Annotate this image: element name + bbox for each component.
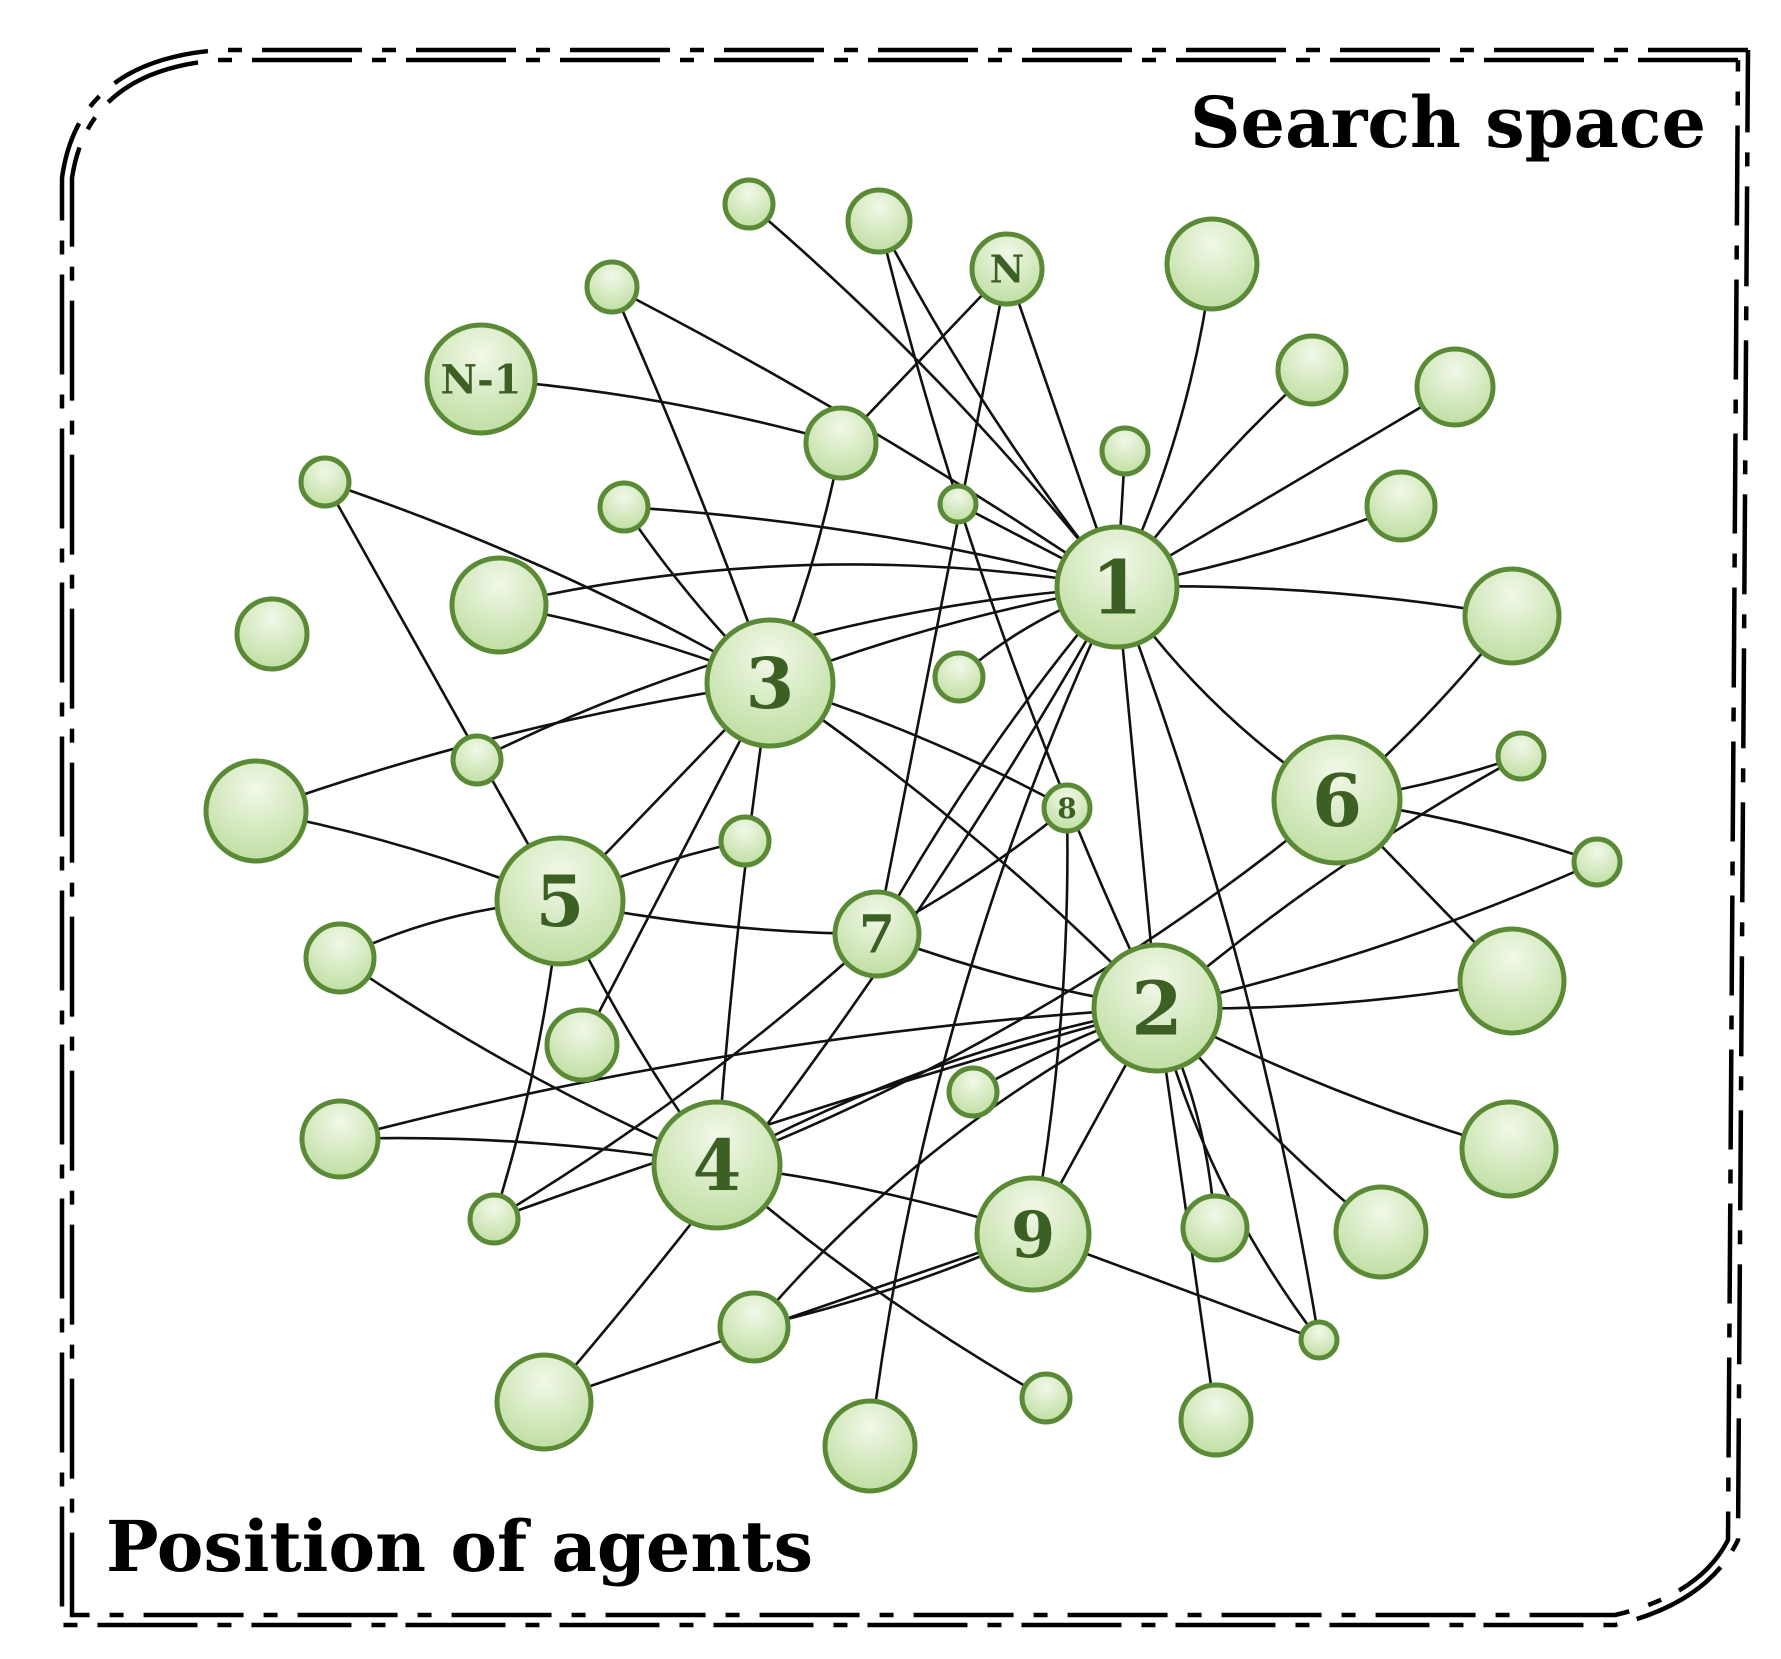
agent-node-unlabeled	[822, 1398, 918, 1494]
edge-17	[868, 586, 1119, 1447]
agent-node-unlabeled	[1414, 346, 1496, 428]
agent-node-2	[1091, 942, 1223, 1074]
agent-node-unlabeled	[845, 187, 913, 255]
edge-0	[748, 203, 1119, 588]
agent-node-unlabeled	[1099, 425, 1151, 477]
agent-node-N-1	[424, 322, 538, 436]
edge-24	[493, 1006, 1158, 1221]
agent-node-unlabeled	[937, 483, 979, 525]
edge-28	[339, 1006, 1158, 1141]
agent-label-7: 7	[859, 905, 895, 966]
agent-node-unlabeled	[1459, 1099, 1559, 1199]
agent-label-N-1: N-1	[441, 356, 522, 403]
agent-node-unlabeled	[1333, 1184, 1429, 1280]
agent-node-unlabeled	[718, 814, 772, 868]
agent-node-9	[974, 1175, 1092, 1293]
agent-node-unlabeled	[298, 455, 352, 509]
search-space-title: Search space	[1190, 81, 1707, 164]
agent-node-unlabeled	[449, 555, 549, 655]
edge-66	[493, 933, 878, 1221]
edge-41	[324, 480, 771, 685]
agent-label-3: 3	[746, 642, 795, 725]
agent-node-4	[651, 1099, 783, 1231]
agent-node-unlabeled	[203, 758, 309, 864]
agent-node-unlabeled	[1298, 1319, 1340, 1361]
agent-node-unlabeled	[1178, 1382, 1254, 1458]
agent-node-unlabeled	[1180, 1193, 1250, 1263]
edge-20	[543, 586, 1119, 1403]
edge-18	[1115, 586, 1321, 1341]
agent-node-unlabeled	[717, 1290, 791, 1364]
agent-node-unlabeled	[1571, 836, 1623, 888]
agent-node-unlabeled	[1462, 566, 1562, 666]
agent-label-2: 2	[1131, 967, 1183, 1053]
agent-node-3	[704, 617, 836, 749]
agent-node-unlabeled	[299, 1098, 381, 1180]
edge-48	[715, 682, 772, 1166]
nodes-layer: 1 2 3 4 5 6 7 8 9 N N-1	[203, 177, 1623, 1494]
edge-71	[875, 268, 1009, 935]
agent-label-6: 6	[1312, 758, 1362, 843]
edge-26	[753, 1006, 1158, 1328]
agent-node-unlabeled	[946, 1065, 1000, 1119]
agent-label-N: N	[990, 247, 1025, 292]
agent-label-4: 4	[693, 1124, 742, 1207]
agent-node-unlabeled	[494, 1352, 594, 1452]
agent-node-unlabeled	[1364, 469, 1438, 543]
agent-node-unlabeled	[1457, 926, 1567, 1036]
search-space-frame	[59, 47, 1751, 1628]
agent-node-unlabeled	[722, 177, 776, 231]
agent-node-unlabeled	[584, 259, 640, 315]
agent-node-unlabeled	[303, 921, 377, 995]
agent-label-1: 1	[1091, 546, 1143, 632]
edge-11	[498, 563, 1118, 607]
edge-55	[323, 481, 562, 902]
position-of-agents-title: Position of agents	[106, 1505, 813, 1588]
agent-node-unlabeled	[803, 405, 879, 481]
agent-node-8	[1041, 782, 1093, 834]
edge-70	[1031, 807, 1069, 1235]
agent-node-unlabeled	[450, 733, 504, 787]
edge-44	[255, 681, 771, 813]
agent-node-7	[832, 889, 922, 979]
agent-node-unlabeled	[544, 1007, 620, 1083]
agent-node-unlabeled	[1275, 333, 1349, 407]
agent-node-1	[1054, 524, 1180, 650]
agent-node-unlabeled	[1495, 730, 1547, 782]
agent-node-N	[969, 231, 1045, 307]
agent-node-unlabeled	[234, 596, 310, 672]
edge-22	[877, 220, 1159, 1009]
edge-33	[769, 681, 1158, 1009]
agent-label-9: 9	[1011, 1198, 1056, 1273]
agent-node-unlabeled	[932, 650, 986, 704]
agent-node-unlabeled	[1019, 1371, 1073, 1425]
agent-label-8: 8	[1057, 792, 1076, 825]
agent-node-unlabeled	[597, 480, 651, 534]
agent-node-unlabeled	[1164, 216, 1260, 312]
edge-51	[716, 798, 1338, 1167]
agent-node-5	[494, 835, 626, 967]
agent-node-unlabeled	[467, 1192, 521, 1246]
agent-label-5: 5	[536, 860, 585, 943]
agent-node-6	[1271, 734, 1403, 866]
edge-10	[623, 505, 1118, 589]
